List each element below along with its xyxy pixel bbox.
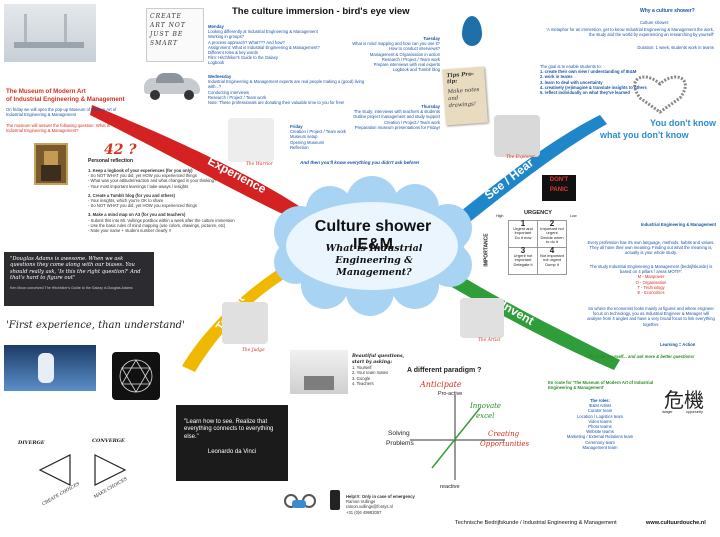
branch-experience [90, 105, 305, 222]
kanji-label-opportunity: opportunity [686, 410, 703, 414]
diverge-converge-sketch [38, 454, 127, 486]
paradigm-innovate-1: Innovate [470, 402, 502, 410]
learning-action: Learning = Action [660, 342, 696, 347]
paradigm-innovate-2: excel [476, 412, 495, 420]
schedule-monday: Monday Looking differently at Industrial… [208, 24, 320, 66]
why-text: 'A metaphor for an immersion, get to kno… [546, 27, 714, 38]
schedule-wednesday: Wednesday Industrial Engineering & Manag… [208, 74, 365, 106]
judge-label: The Judge [242, 348, 265, 353]
museum-photo [4, 4, 96, 62]
dont-panic-badge: DON'T PANIC [542, 175, 576, 201]
douglas-adams-quote: "Douglas Adams is awesome. When we ask q… [4, 252, 154, 306]
protip-note: Tips Pro-tip: Make notes and drawings! [442, 66, 488, 126]
artist-label: The Artist [478, 338, 501, 343]
number-42: 42 ? [104, 142, 137, 158]
lightbulb-icon [450, 10, 494, 60]
kanji-crisis: 危機 [664, 388, 704, 412]
paradigm-solving-2: Problems [386, 440, 414, 447]
think-text: Think for yourself... and ask more & bet… [588, 354, 695, 359]
warrior-image [228, 118, 274, 162]
goal-list: The goal is to enable students to: 1. cr… [540, 64, 647, 96]
artist-image [460, 298, 504, 338]
paradigm-solving-1: Solving [388, 430, 410, 437]
beautiful-questions: Beautiful questions, start by asking: 1.… [352, 354, 405, 386]
museum-title-1: The Museum of Modern Art [6, 88, 86, 95]
footer-text: Technische Bedrijfskunde / Industrial En… [455, 520, 617, 526]
tree-icon [290, 350, 348, 394]
why-duration: Duration: 1 week, students work in teams [637, 45, 714, 50]
importance-label: IMPORTANCE [483, 233, 490, 267]
paradigm-creating-2: Opportunities [480, 440, 530, 448]
heart-icon [633, 75, 687, 114]
first-experience-text: 'First experience, than understand' [6, 320, 185, 331]
iem-text: Industrial Engineering & Management [640, 222, 716, 227]
personal-reflection: Personal reflection 1. Keep a logbook of… [88, 158, 235, 234]
you-dont-know-2: what you don't know [600, 130, 689, 140]
why-heading: Why a culture shower? [640, 8, 695, 14]
urgency-high-label: High [496, 214, 504, 218]
converge-label: CONVERGE [92, 438, 125, 444]
page-subtitle: What is Industrial Engineering & Managem… [325, 243, 423, 278]
central-cloud [274, 176, 472, 316]
why-sub: Culture shower: [640, 20, 670, 25]
route-roles: The roles: IE&M Artists Curator team Loc… [566, 398, 634, 450]
urgency-low-label: Low [570, 214, 577, 218]
explorer-label: The Explorer [506, 155, 536, 160]
museum-title-2: of Industrial Engineering & Management [6, 96, 125, 103]
diagram-icon [112, 352, 160, 400]
branch-invent [450, 272, 620, 370]
paradigm-proactive: Pro-active [438, 391, 463, 397]
davinci-quote: "Learn how to see. Realize that everythi… [176, 405, 288, 481]
schedule-tuesday: Tuesday What is mind mapping and how can… [352, 36, 440, 73]
help-contact: Help!!!: Only in case of emergency Ramon… [346, 494, 415, 515]
iem-p1: Every profession has it's own language, … [587, 240, 715, 256]
diverge-label: DIVERGE [18, 440, 45, 446]
warrior-label: The Warrior [246, 162, 273, 167]
schedule-friday: Friday Creation / Project / Team work Mu… [290, 124, 347, 150]
page-title: Culture shower IE&M [314, 218, 432, 253]
astronaut-photo [4, 345, 96, 391]
schedule-thursday: Thursday The study: interviews with teac… [352, 104, 440, 130]
paradigm-creating-1: Creating [488, 430, 520, 438]
branch-see-hear [452, 115, 607, 228]
museum-intro: On friday we will open the pop-up Museum… [6, 107, 117, 118]
phone-icon [330, 490, 340, 510]
paradigm-title: A different paradigm ? [407, 367, 482, 374]
route-section: En route for 'The Museum of Modern Art o… [548, 380, 654, 391]
paradigm-reactive: reactive [440, 484, 460, 490]
immersion-title: The culture immersion - bird's eye view [232, 6, 410, 17]
branch-try-out [182, 258, 300, 372]
mona-lisa-lego-image [34, 143, 68, 185]
schedule-closing: And then you'll know everything you didn… [300, 160, 420, 165]
paradigm-anticipate: Anticipate [420, 380, 462, 389]
create-art-sketch: CREATE ART NOT JUST BE SMART [146, 8, 204, 62]
kanji-label-danger: danger [662, 410, 673, 414]
iem-p2: The study Industrial Engineering & Manag… [589, 264, 713, 296]
museum-question: The museum will answer the following que… [6, 123, 110, 134]
urgency-title: URGENCY [524, 210, 552, 216]
iem-p3: So where the economist looks mainly at f… [587, 306, 715, 327]
drone-icon [282, 492, 316, 512]
paradigm-axes [410, 395, 505, 480]
you-dont-know-1: You don't know [650, 118, 716, 128]
car-icon [140, 70, 204, 100]
judge-image [222, 302, 268, 344]
footer-url[interactable]: www.cultuurdouche.nl [646, 520, 706, 526]
explorer-image [494, 115, 540, 157]
